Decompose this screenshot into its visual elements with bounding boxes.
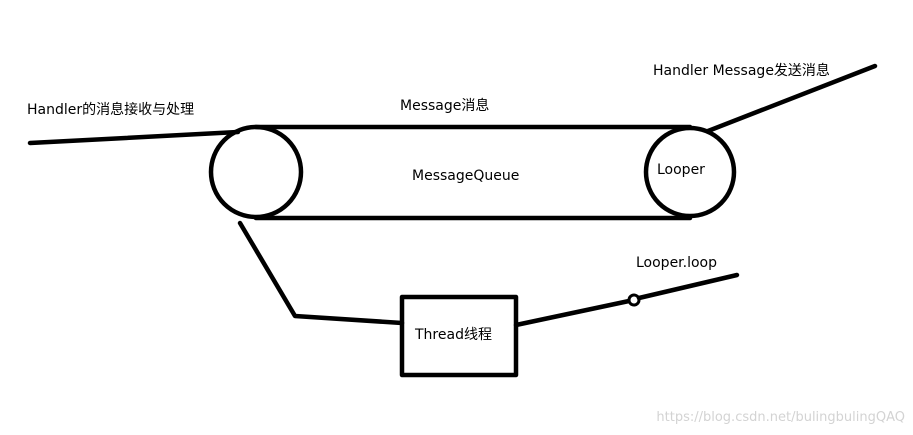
message-label: Message消息 bbox=[400, 97, 489, 114]
handler-pulley-circle bbox=[208, 124, 304, 220]
handler-send-label: Handler Message发送消息 bbox=[653, 62, 830, 79]
looper-loop-line-a bbox=[513, 298, 632, 328]
message-queue-label: MessageQueue bbox=[412, 168, 519, 184]
thread-connector-line bbox=[237, 220, 405, 326]
handler-receive-line bbox=[27, 129, 241, 146]
looper-loop-line-b bbox=[636, 272, 740, 301]
handler-send-line bbox=[705, 63, 878, 134]
watermark-text: https://blog.csdn.net/bulingbulingQAQ bbox=[656, 410, 905, 425]
handler-receive-label: Handler的消息接收与处理 bbox=[27, 101, 194, 118]
looper-loop-label: Looper.loop bbox=[636, 255, 717, 271]
looper-circle bbox=[643, 125, 737, 219]
looper-label: Looper bbox=[657, 162, 705, 178]
thread-box bbox=[399, 294, 519, 378]
thread-label: Thread线程 bbox=[414, 327, 492, 343]
